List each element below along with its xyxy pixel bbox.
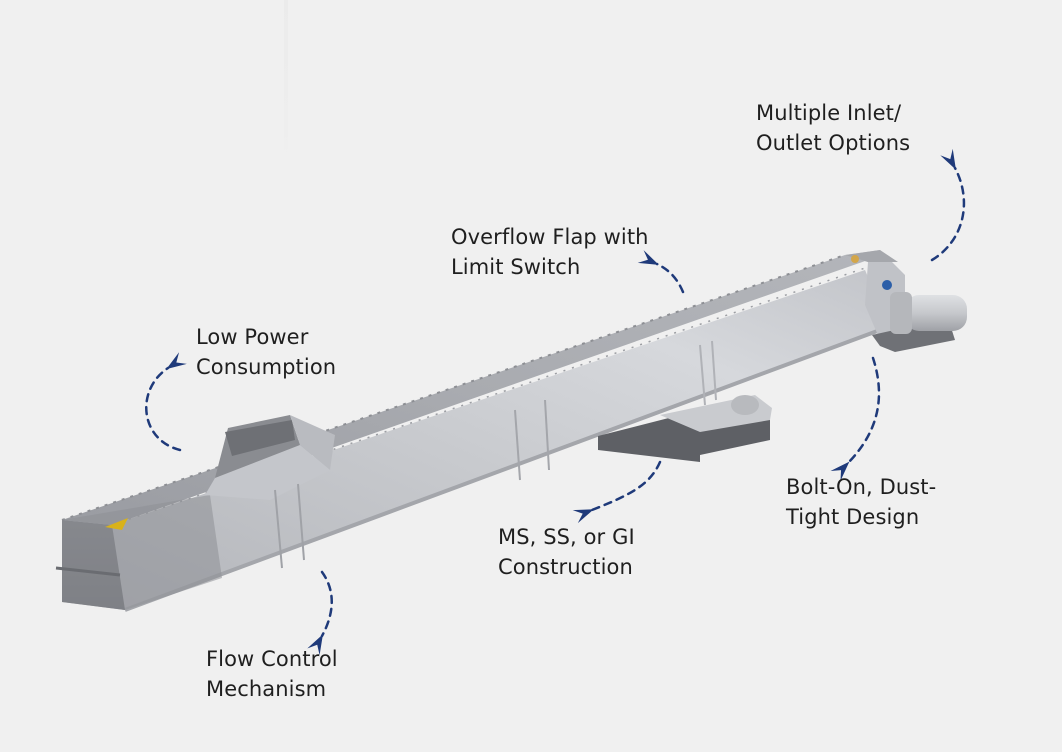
background-divider [284, 0, 288, 160]
callout-arrows [145, 148, 966, 656]
section-seam [544, 399, 550, 471]
motor-terminal [882, 280, 892, 290]
section-seam [274, 489, 283, 569]
section-seam [699, 344, 706, 406]
inlet-hopper-side [290, 415, 335, 470]
callout-line: Tight Design [786, 505, 920, 529]
outlet-gear [731, 395, 759, 415]
bolt-edge [61, 254, 846, 521]
callout-construction: MS, SS, or GI Construction [498, 522, 635, 582]
callout-multiple-inlet-outlet: Multiple Inlet/ Outlet Options [756, 98, 910, 158]
section-seam [711, 340, 717, 401]
callout-line: MS, SS, or GI [498, 525, 635, 549]
head-indicator [851, 255, 859, 263]
inlet-hopper-front [205, 445, 330, 500]
trough-side-face [112, 270, 880, 610]
warning-sticker [105, 518, 128, 530]
section-seam [514, 409, 521, 481]
arrow-flow-control [307, 570, 333, 656]
callout-line: Mechanism [206, 677, 327, 701]
arrow-multiple-inlet [930, 148, 966, 262]
gearbox [890, 292, 912, 334]
callout-low-power: Low Power Consumption [196, 322, 336, 382]
arrow-bolt-on [830, 356, 881, 481]
bottom-flange [124, 328, 881, 612]
tail-end-box [62, 495, 222, 610]
conveyor-body [55, 250, 967, 612]
callout-line: Outlet Options [756, 131, 911, 155]
tail-flange [55, 566, 121, 577]
callout-line: Flow Control [206, 647, 338, 671]
callout-line: Low Power [196, 325, 309, 349]
inlet-hopper-opening [225, 420, 295, 456]
callout-flow-control: Flow Control Mechanism [206, 644, 338, 704]
callout-line: Limit Switch [451, 255, 581, 279]
callout-bolt-on: Bolt-On, Dust- Tight Design [786, 472, 936, 532]
callout-overflow-flap: Overflow Flap with Limit Switch [451, 222, 649, 282]
arrow-overflow-flap [637, 250, 685, 294]
drive-motor [905, 295, 967, 331]
arrow-construction [572, 460, 662, 524]
callout-line: Bolt-On, Dust- [786, 475, 937, 499]
callout-line: Construction [498, 555, 633, 579]
callout-line: Overflow Flap with [451, 225, 649, 249]
callout-line: Consumption [196, 355, 337, 379]
bolt-edge-lower [111, 267, 866, 526]
arrow-low-power [145, 352, 187, 452]
callout-line: Multiple Inlet/ [756, 101, 902, 125]
section-seam [297, 483, 305, 561]
